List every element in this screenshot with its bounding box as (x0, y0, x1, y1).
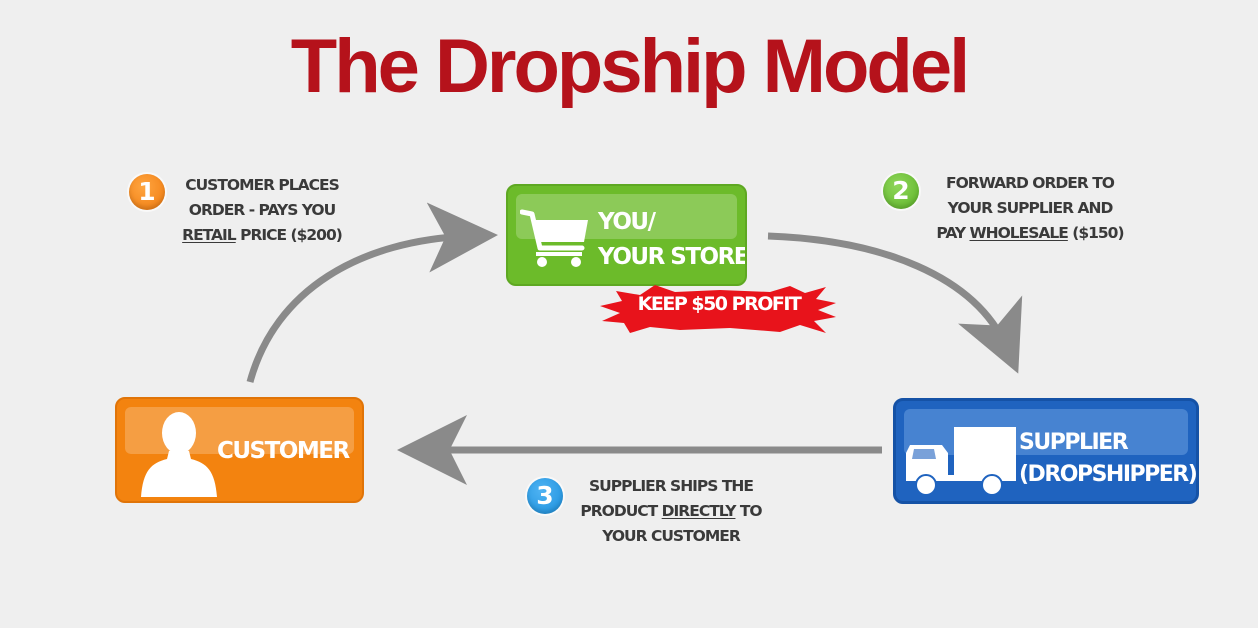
step-1-text: CUSTOMER PLACES ORDER - PAYS YOU RETAIL … (172, 173, 352, 248)
step-1-line-1: CUSTOMER PLACES (185, 176, 340, 194)
customer-label: CUSTOMER (217, 438, 350, 464)
step-2-line-3-rest: ($150) (1067, 224, 1124, 242)
step-2-text: FORWARD ORDER TO YOUR SUPPLIER AND PAY W… (925, 171, 1135, 246)
step-2-badge: 2 (883, 173, 919, 209)
store-label-line-1: YOU/ (598, 209, 656, 235)
step-2-line-3-prefix: PAY (936, 224, 970, 242)
step-2-emphasis: WHOLESALE (969, 224, 1069, 242)
step-1-emphasis: RETAIL (182, 226, 237, 244)
profit-label: KEEP $50 PROFIT (637, 293, 802, 315)
supplier-label-line-2: (DROPSHIPPER) (1019, 461, 1197, 487)
store-node: YOU/ YOUR STORE (506, 184, 747, 286)
customer-node: CUSTOMER (115, 397, 364, 503)
step-2-line-3: PAY WHOLESALE ($150) (925, 221, 1135, 246)
diagram-title: The Dropship Model (290, 24, 970, 109)
arrow-customer-to-store (246, 202, 498, 383)
delivery-truck-icon (906, 427, 1016, 495)
store-label: YOU/ YOUR STORE (598, 208, 747, 272)
step-3-text: SUPPLIER SHIPS THE PRODUCT DIRECTLY TO Y… (566, 474, 776, 549)
step-1-line-3-rest: PRICE ($200) (235, 226, 343, 244)
supplier-node: SUPPLIER (DROPSHIPPER) (893, 398, 1199, 504)
person-silhouette-icon (141, 412, 217, 497)
step-2-line-2: YOUR SUPPLIER AND (947, 199, 1114, 217)
shopping-cart-icon (520, 209, 588, 267)
step-1-line-2: ORDER - PAYS YOU (188, 201, 336, 219)
profit-burst-shape (600, 285, 836, 333)
step-3-line-1: SUPPLIER SHIPS THE (589, 477, 754, 495)
step-3-badge: 3 (527, 478, 563, 514)
store-label-line-2: YOUR STORE (598, 243, 747, 270)
step-2-line-1: FORWARD ORDER TO (946, 174, 1115, 192)
step-1-badge: 1 (129, 174, 165, 210)
step-3-emphasis: DIRECTLY (661, 502, 737, 520)
step-3-line-2-rest: TO (735, 502, 763, 520)
arrow-store-to-supplier (767, 232, 1023, 374)
supplier-label: SUPPLIER (DROPSHIPPER) (1019, 429, 1196, 488)
supplier-node-gloss (904, 409, 1188, 455)
step-3-line-2: PRODUCT DIRECTLY TO (566, 499, 776, 524)
step-3-line-2-prefix: PRODUCT (580, 502, 662, 520)
step-1-line-3: RETAIL PRICE ($200) (172, 223, 352, 248)
step-3-line-3: YOUR CUSTOMER (602, 527, 741, 545)
supplier-label-line-1: SUPPLIER (1019, 430, 1129, 455)
